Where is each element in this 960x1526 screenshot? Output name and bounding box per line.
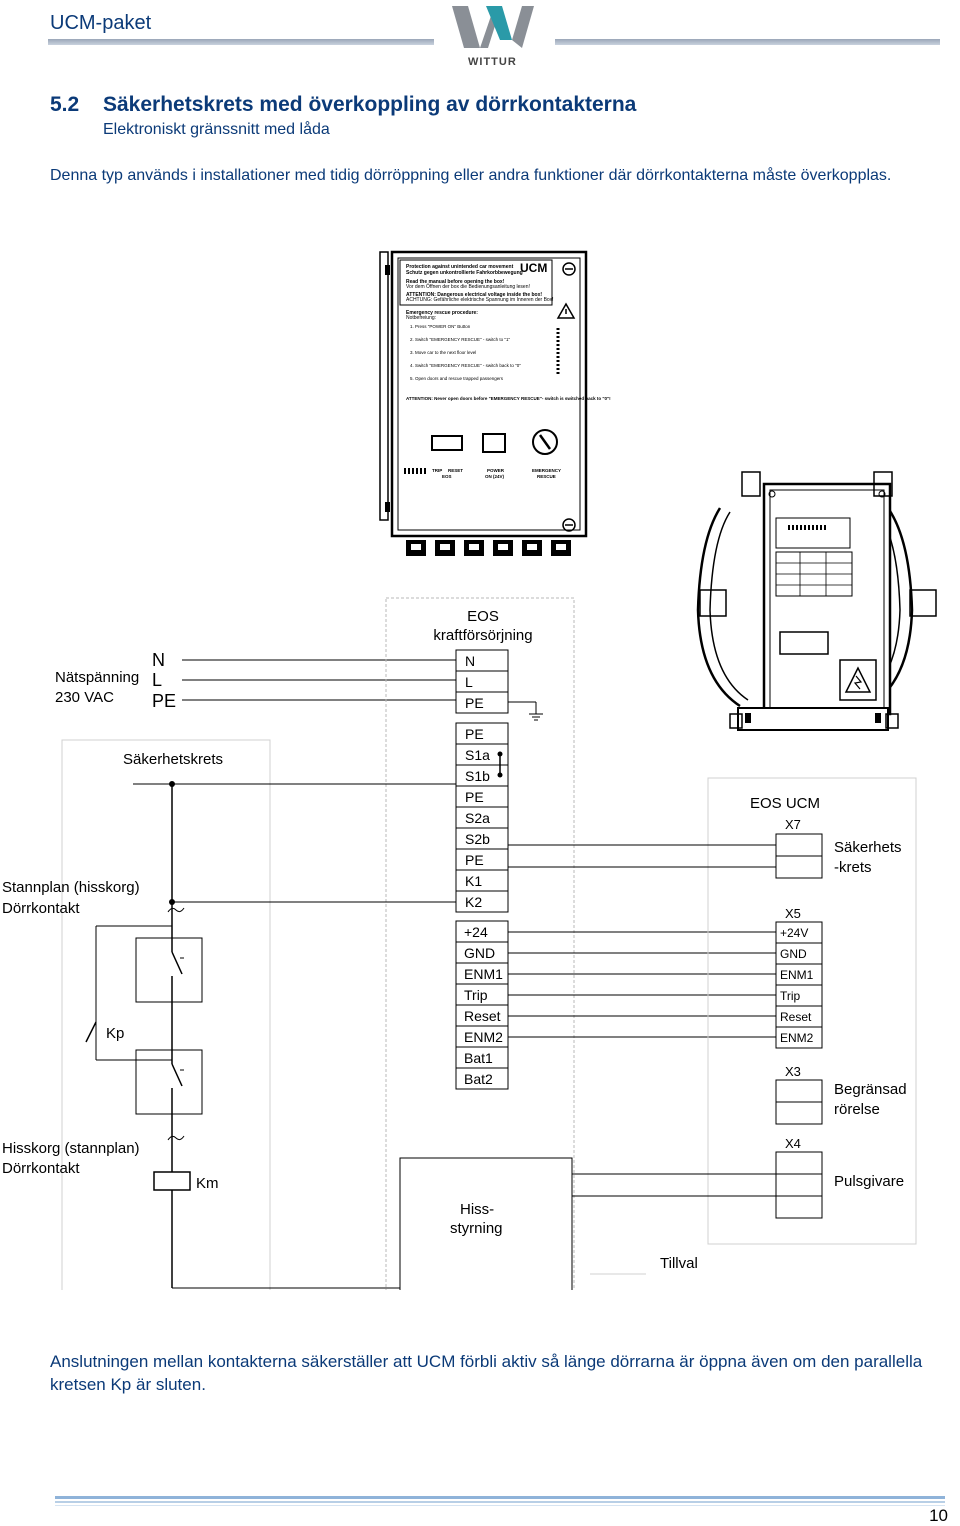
eos-terminal-pe-2: PE xyxy=(465,789,484,805)
footer-rule-2 xyxy=(55,1501,945,1503)
x5-label: X5 xyxy=(785,906,801,921)
box-button-reset: RESET xyxy=(448,468,463,473)
logo-text: WITTUR xyxy=(468,56,517,68)
eos-terminal-pe-3: PE xyxy=(465,852,484,868)
x5-terminal-block: +24V GND ENM1 Trip Reset ENM2 xyxy=(775,921,823,1049)
box-attention-note: ATTENTION: Never open doors before "EMER… xyxy=(406,396,611,401)
header-rule-right xyxy=(555,39,940,45)
wiring-diagram: Protection against unintended car moveme… xyxy=(2,250,937,1290)
section-number: 5.2 xyxy=(50,93,80,116)
lift-control-label-1: Hiss- xyxy=(460,1201,494,1218)
box-warning-5: ATTENTION: Dangerous electrical voltage … xyxy=(406,292,542,298)
box-warning-2: Schutz gegen unkontrollierte Fahrkorbbew… xyxy=(406,270,523,276)
ucm-brake-device xyxy=(696,471,937,731)
x4-label: X4 xyxy=(785,1136,801,1151)
section-title: Säkerhetskrets med överkoppling av dörrk… xyxy=(103,93,637,116)
x5-terminal-enm1: ENM1 xyxy=(780,968,814,982)
x3-label: X3 xyxy=(785,1064,801,1079)
section-subtitle: Elektroniskt gränssnitt med låda xyxy=(103,121,330,138)
mains-pe: PE xyxy=(152,691,176,711)
eos-terminal-bat2: Bat2 xyxy=(464,1071,493,1087)
eos-terminal-s2a: S2a xyxy=(465,810,490,826)
lift-control-label-2: styrning xyxy=(450,1220,503,1237)
mains-n: N xyxy=(152,650,165,670)
eos-signal-block: +24 GND ENM1 Trip Reset ENM2 Bat1 Bat2 xyxy=(455,920,509,1090)
eos-terminal-n: N xyxy=(465,653,475,669)
x5-terminal-enm2: ENM2 xyxy=(780,1031,814,1045)
eos-terminal-24: +24 xyxy=(464,924,488,940)
encoder-label: Pulsgivare xyxy=(834,1173,904,1190)
x5-terminal-trip: Trip xyxy=(780,989,801,1003)
wittur-logo xyxy=(452,6,534,48)
box-procedure-title: Emergency rescue procedure: xyxy=(406,310,478,316)
footer-rule-3 xyxy=(55,1505,945,1506)
car-door-label-2: Dörrkontakt xyxy=(2,1160,80,1177)
box-warning-4: Vor dem Öffnen der box die Bedienungsanl… xyxy=(406,283,530,290)
eos-terminal-s2b: S2b xyxy=(465,831,490,847)
eos-terminal-k1: K1 xyxy=(465,873,482,889)
car-door-label-1: Hisskorg (stannplan) xyxy=(2,1140,140,1157)
footer-rule-1 xyxy=(55,1496,945,1499)
safety-label-1: Säkerhets xyxy=(834,839,902,856)
km-label: Km xyxy=(196,1175,219,1192)
eos-ucm-label: EOS UCM xyxy=(750,795,820,812)
box-warning-3: Read the manual before opening the box! xyxy=(406,279,505,285)
eos-terminal-enm2: ENM2 xyxy=(464,1029,503,1045)
eos-terminal-bat1: Bat1 xyxy=(464,1050,493,1066)
x5-terminal-gnd: GND xyxy=(780,947,807,961)
eos-terminal-pe-power: PE xyxy=(465,695,484,711)
box-step-2: 2. Switch "EMERGENCY RESCUE" - switch to… xyxy=(410,337,510,342)
mains-label-2: 230 VAC xyxy=(55,689,114,706)
x5-terminal-reset: Reset xyxy=(780,1010,812,1024)
box-step-3: 3. Move car to the next floor level xyxy=(410,350,476,355)
box-brand: UCM xyxy=(520,261,547,275)
box-sublabel-rescue: RESCUE xyxy=(537,474,556,479)
safety-label-2: -krets xyxy=(834,859,872,876)
landing-door-label-1: Stannplan (hisskorg) xyxy=(2,879,140,896)
eos-terminal-s1a: S1a xyxy=(465,747,490,763)
box-step-5: 5. Open doors and rescue trapped passeng… xyxy=(410,376,504,381)
box-step-1: 1. Press "POWER ON" Button xyxy=(410,324,471,329)
mains-label-1: Nätspänning xyxy=(55,669,139,686)
eos-terminal-l: L xyxy=(465,674,473,690)
header-title: UCM-paket xyxy=(50,12,152,34)
page-number: 10 xyxy=(929,1506,948,1525)
box-warning-1: Protection against unintended car moveme… xyxy=(406,264,514,270)
box-step-4: 4. Switch "EMERGENCY RESCUE" - switch ba… xyxy=(410,363,521,368)
x7-label: X7 xyxy=(785,817,801,832)
eos-power-title-1: EOS xyxy=(467,608,499,625)
box-sublabel-on: ON (24V) xyxy=(485,474,505,479)
intro-paragraph: Denna typ används i installationer med t… xyxy=(50,167,892,184)
eos-terminal-trip: Trip xyxy=(464,987,488,1003)
eos-terminal-gnd: GND xyxy=(464,945,495,961)
eos-terminal-k2: K2 xyxy=(465,894,482,910)
box-button-emergency: EMERGENCY xyxy=(532,468,561,473)
box-button-trip: TRIP xyxy=(432,468,442,473)
box-warning-6: ACHTUNG: Gefährliche elektrische Spannun… xyxy=(406,297,554,303)
ucm-control-box: Protection against unintended car moveme… xyxy=(379,250,611,556)
limited-motion-label-1: Begränsad xyxy=(834,1081,907,1098)
landing-door-label-2: Dörrkontakt xyxy=(2,900,80,917)
box-button-power: POWER xyxy=(487,468,505,473)
x5-terminal-24v: +24V xyxy=(780,926,808,940)
safety-circuit-label: Säkerhetskrets xyxy=(123,751,223,768)
eos-terminal-block: PE S1a S1b PE S2a S2b PE K1 K2 xyxy=(455,722,509,913)
eos-terminal-s1b: S1b xyxy=(465,768,490,784)
header-rule-left xyxy=(48,39,434,45)
box-procedure-title-de: Notbefreiung: xyxy=(406,315,436,321)
box-sublabel-eos: EOS xyxy=(442,474,452,479)
eos-terminal-enm1: ENM1 xyxy=(464,966,503,982)
eos-terminal-reset: Reset xyxy=(464,1008,501,1024)
limited-motion-label-2: rörelse xyxy=(834,1101,880,1118)
eos-terminal-pe-1: PE xyxy=(465,726,484,742)
kp-label: Kp xyxy=(106,1025,124,1042)
optional-label: Tillval xyxy=(660,1255,698,1272)
mains-l: L xyxy=(152,670,162,690)
eos-power-title-2: kraftförsörjning xyxy=(433,627,532,644)
closing-paragraph: Anslutningen mellan kontakterna säkerstä… xyxy=(50,1352,923,1394)
